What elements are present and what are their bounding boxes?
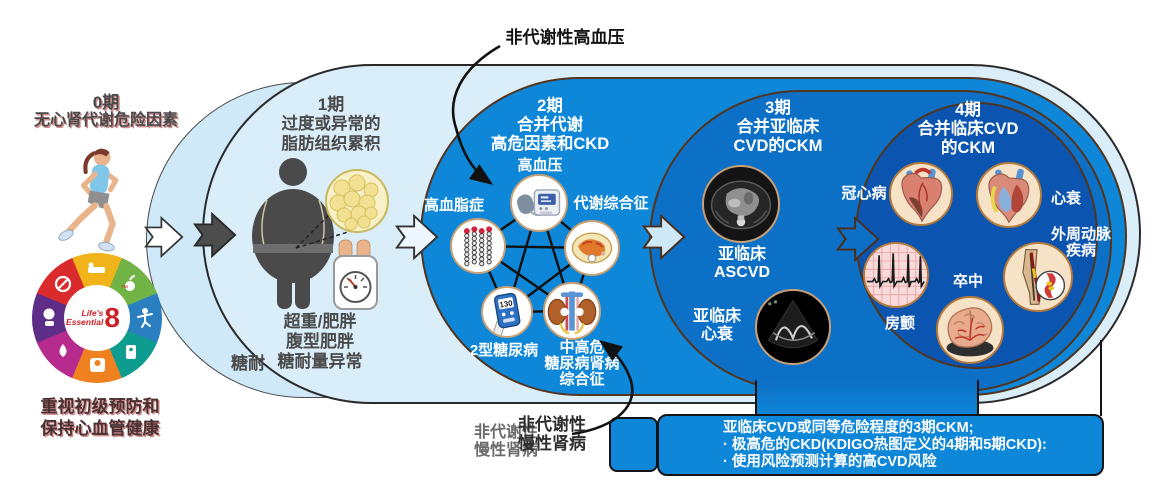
stage2-to-stage3-arrow-icon (641, 214, 686, 260)
le8-segment-glyphs (43, 262, 153, 372)
body-weight-icon (90, 358, 105, 372)
glucose-meter-icon: 130 (481, 286, 533, 338)
nonmetabolic-ckd-dark-line2: 慢性肾病 (518, 434, 586, 454)
le8-trademark: ™ (120, 285, 128, 292)
coronary-heart-icon (889, 162, 953, 226)
blood-glucose-icon (126, 345, 136, 359)
healthy-diet-icon (125, 275, 136, 291)
nonmetabolic-ckd-dark-line1: 非代谢性 (518, 415, 586, 434)
stage4-title-line1: 4期 (955, 101, 981, 119)
running-woman-illustration (58, 148, 119, 252)
stage1-to-stage2-arrow-icon (394, 214, 439, 260)
hyperlipidemia-label: 高血脂症 (423, 197, 485, 214)
metabolic-syndrome-label: 代谢综合征 (573, 195, 649, 212)
stage1-title-line3: 脂肪组织累积 (281, 135, 381, 153)
stage3-box-connector (755, 380, 979, 418)
subclinical-hf-label-line1: 亚临床 (692, 308, 742, 325)
stage1-caption-line3: 糖耐量异常 (277, 352, 363, 371)
afib-label: 房颤 (884, 315, 916, 332)
echocardiogram-image (755, 289, 831, 365)
stage3-to-stage4-arrow-icon (835, 216, 880, 262)
stage1-figures (252, 158, 389, 310)
criteria-box (657, 414, 1104, 476)
criteria-box-text: 亚临床CVD或同等危险程度的3期CKM; · 极高危的CKD(KDIGO热图定义… (723, 420, 1047, 471)
peripheral-artery-icon (1003, 242, 1073, 312)
le8-word2: Essential (66, 317, 104, 327)
le8-center: Life's Essential 8 ™ (64, 285, 130, 351)
stage1-occluded-text: 糖耐 (231, 354, 265, 373)
lifes-essential-8-wheel: Life's Essential 8 ™ (32, 253, 162, 383)
stage1-title-line2: 过度或异常的 (281, 115, 381, 133)
blood-lipids-icon (59, 344, 67, 357)
weight-scale-icon (333, 239, 378, 310)
subclinical-ascvd-label-line2: ASCVD (713, 264, 771, 281)
pad-label-line2: 疾病 (1065, 242, 1097, 259)
blood-pressure-icon (43, 308, 55, 326)
stage0-dark-arrow-icon (193, 211, 237, 259)
stage2-title-line2: 合并代谢 (517, 116, 583, 134)
lipid-chains-icon (450, 218, 506, 274)
hf-label: 心衰 (1050, 190, 1082, 207)
stage4-title-line2: 合并临床CVD (917, 120, 1019, 138)
nonmetabolic-ckd-gray-line1: 非代谢性 (473, 424, 539, 441)
stage3-title-line2: 合并亚临床 (736, 118, 820, 136)
le8-number: 8 (104, 302, 120, 333)
stage1-caption-line1: 超重/肥胖 (283, 312, 357, 331)
chd-label: 冠心病 (841, 185, 887, 202)
obese-figure-icon (252, 158, 334, 309)
abdomen-cross-section-icon (564, 220, 620, 276)
stage0-caption-line2: 保持心血管健康 (40, 419, 160, 438)
subclinical-ascvd-label-line1: 亚临床 (717, 246, 767, 263)
dkd-label-line3: 综合征 (559, 371, 605, 388)
adipose-tissue-icon (325, 169, 389, 233)
nonmetabolic-hypertension-annotation: 非代谢性高血压 (505, 28, 625, 47)
brain-stroke-icon (936, 296, 1004, 364)
nonmetabolic-ckd-gray-line2: 慢性肾病 (473, 441, 539, 459)
stage3-title-line1: 3期 (765, 99, 791, 117)
pad-label-line1: 外周动脉 (1050, 226, 1112, 243)
le8-word1: Life's (81, 308, 104, 318)
hypertension-label: 高血压 (517, 157, 563, 174)
no-smoking-icon (54, 275, 72, 293)
blood-pressure-monitor-icon (510, 174, 568, 232)
ecg-afib-icon (863, 242, 929, 308)
nonmetabolic-ckd-annotation-dark: 非代谢性 慢性肾病 (518, 415, 586, 453)
stage0-title-line2: 无心肾代谢危险因素 (33, 112, 179, 129)
stage4-box-connector-line (1100, 340, 1102, 416)
stage0-caption-line1: 重视初级预防和 (40, 397, 160, 416)
stage2-title-line1: 2期 (537, 97, 563, 115)
subclinical-hf-label-line2: 心衰 (700, 326, 734, 343)
criteria-line-1: 亚临床CVD或同等危险程度的3期CKM; (723, 420, 974, 436)
stage0-title-line1: 0期 (92, 93, 120, 112)
t2dm-label: 2型糖尿病 (469, 342, 539, 359)
stage3-title-line3: CVD的CKM (733, 137, 823, 155)
sleep-icon (88, 262, 105, 273)
stage4-title-line3: 的CKM (940, 139, 996, 157)
nonmetabolic-ckd-annotation-gray: 非代谢性 慢性肾病 (474, 424, 538, 460)
cardiac-ct-image (702, 165, 780, 243)
criteria-line-3: · 使用风险预测计算的高CVD风险 (723, 454, 937, 470)
kidneys-icon (543, 282, 601, 340)
heart-failure-icon (976, 162, 1042, 228)
stage1-caption-line2: 腹型肥胖 (286, 332, 354, 351)
physical-activity-icon (137, 308, 153, 328)
stroke-label: 卒中 (952, 273, 984, 290)
criteria-line-2: · 极高危的CKD(KDIGO热图定义的4期和5期CKD): (723, 437, 1047, 453)
criteria-box-left (609, 417, 658, 472)
stage1-title-line1: 1期 (317, 95, 345, 114)
stage0-arrow-icon (144, 215, 184, 259)
stage2-title-line3: 高危因素和CKD (490, 135, 610, 153)
glucose-reading: 130 (499, 298, 514, 309)
